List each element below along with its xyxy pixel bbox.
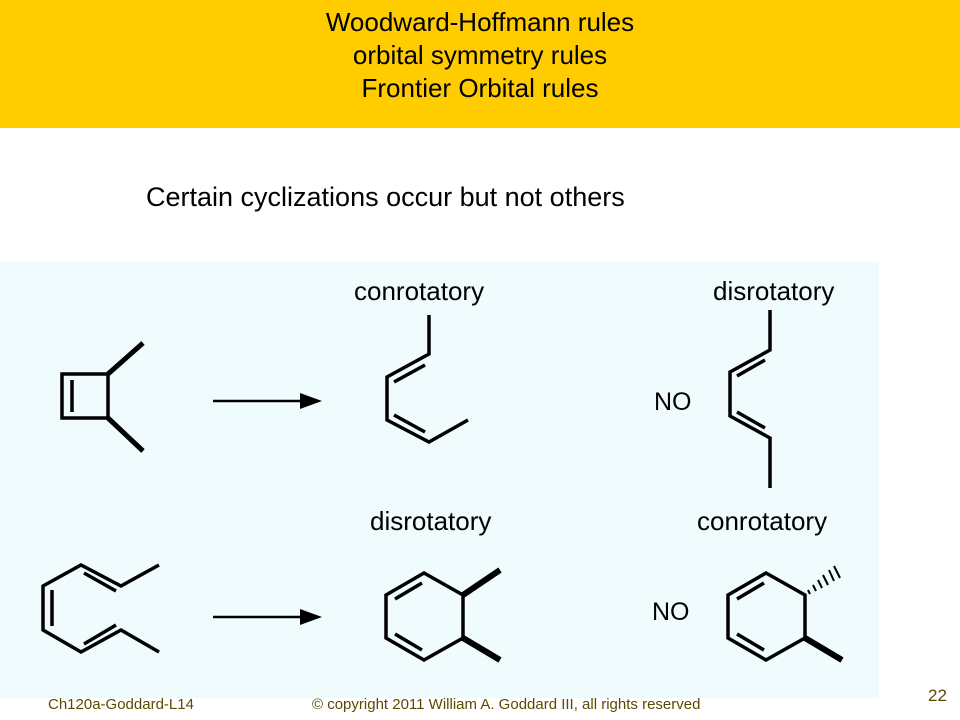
label-no-top: NO <box>654 388 692 416</box>
label-disrotatory-top: disrotatory <box>713 276 835 306</box>
footer-copyright: © copyright 2011 William A. Goddard III,… <box>312 696 701 713</box>
reaction-arrow-bottom <box>213 609 322 625</box>
reaction-arrow-top <box>213 393 322 409</box>
title-line-1: Woodward-Hoffmann rules <box>325 7 635 37</box>
title-line-2: orbital symmetry rules <box>352 40 608 70</box>
slide-subtitle: Certain cyclizations occur but not other… <box>146 182 625 212</box>
cyclobutene-structure <box>60 341 145 453</box>
footer-course: Ch120a-Goddard-L14 <box>48 696 194 713</box>
cyclohexadiene-disrotatory-product <box>384 567 502 663</box>
label-conrotatory-bottom: conrotatory <box>697 506 828 536</box>
diene-disrotatory-product <box>728 310 772 488</box>
diene-conrotatory-product <box>385 315 469 444</box>
label-disrotatory-bottom: disrotatory <box>370 506 492 536</box>
slide-header: Woodward-Hoffmann rules orbital symmetry… <box>0 0 960 128</box>
title-line-3: Frontier Orbital rules <box>361 73 599 103</box>
label-no-bottom: NO <box>652 598 690 626</box>
page-number: 22 <box>928 686 947 705</box>
hexatriene-structure <box>41 563 160 655</box>
label-conrotatory-top: conrotatory <box>354 276 485 306</box>
cyclohexadiene-conrotatory-product <box>726 570 844 663</box>
reaction-panel <box>0 262 879 698</box>
hashed-wedge-bond <box>807 565 841 595</box>
